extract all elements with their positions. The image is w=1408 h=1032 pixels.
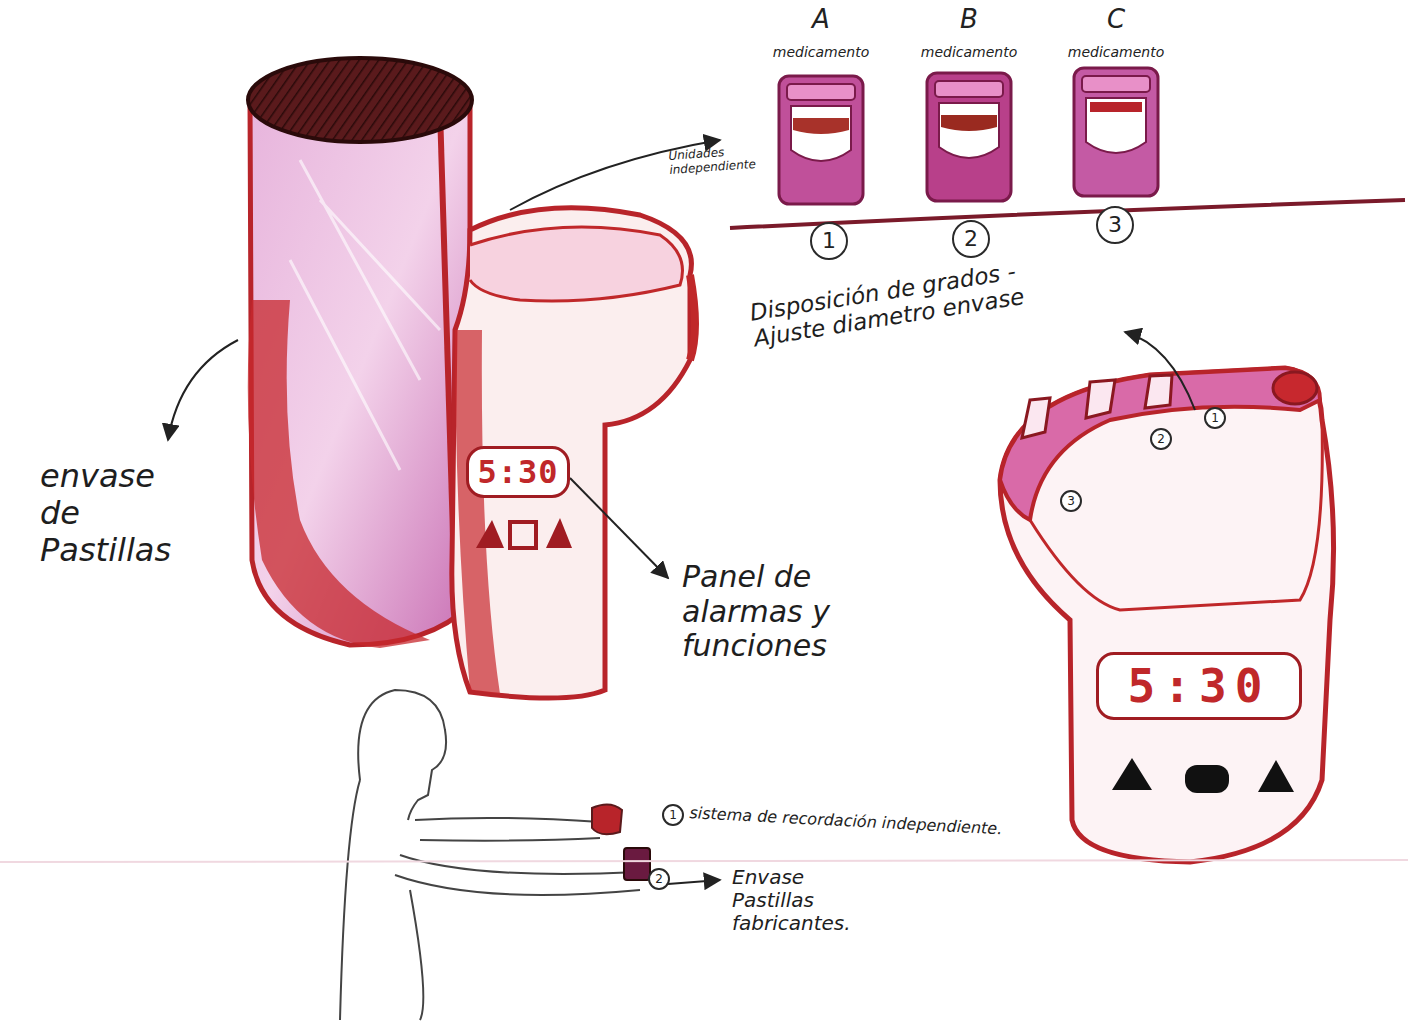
unit-outline — [1066, 64, 1166, 200]
button-oval — [1185, 765, 1229, 793]
unit-body — [779, 76, 863, 204]
medication-unit: Cmedicamento — [1055, 2, 1177, 202]
unit-top — [787, 84, 855, 100]
person-figure — [340, 690, 640, 1020]
time-display: 5:30 — [1096, 652, 1302, 720]
callout-circle: 1 — [662, 804, 684, 826]
callout-number: 3 — [1108, 214, 1122, 236]
unit-letter: C — [1055, 4, 1177, 34]
person-arm — [395, 855, 640, 1020]
annotation-label: envase de Pastillas — [40, 458, 190, 568]
person-arm — [415, 818, 600, 841]
reminder-device-small — [592, 804, 622, 834]
pill-level — [941, 115, 997, 131]
grade-slot — [1022, 375, 1172, 438]
pill-level — [793, 118, 849, 134]
callout-number: 1 — [822, 230, 836, 252]
callout-circle: 2 — [648, 868, 670, 890]
time-display: 5:30 — [466, 446, 570, 498]
medication-unit: Amedicamento — [760, 2, 882, 210]
leader-arrow — [1125, 332, 1195, 410]
callout-circle: 2 — [952, 220, 990, 258]
person-back — [340, 780, 360, 1020]
band-strap — [1000, 368, 1320, 520]
leader-arrow — [570, 478, 668, 578]
unit-letter: A — [760, 4, 882, 34]
bottle-highlight — [290, 160, 440, 470]
unit-body — [927, 73, 1011, 201]
leader-arrow — [168, 340, 238, 440]
unit-outline — [771, 72, 871, 208]
unit-body — [1074, 68, 1158, 196]
annotation-label: Disposición de grados - Ajuste diametro … — [748, 247, 1092, 352]
bottle-cap — [248, 58, 472, 142]
scan-line — [0, 860, 1408, 862]
callout-number: 2 — [1157, 433, 1165, 445]
unit-top — [935, 81, 1003, 97]
callout-number: 3 — [1067, 495, 1075, 507]
band-inner-rim — [470, 227, 683, 301]
medication-unit: Bmedicamento — [908, 2, 1030, 207]
callout-number: 2 — [655, 873, 663, 885]
callout-number: 2 — [964, 228, 978, 250]
annotation-label: sistema de recordación independiente. — [689, 804, 1029, 840]
pill-bottle-device — [248, 58, 695, 698]
callout-circle: 1 — [1204, 407, 1226, 429]
annotation-label: Panel de alarmas y funciones — [682, 560, 912, 664]
pill-bottle-small — [624, 848, 650, 880]
unit-window — [1086, 98, 1146, 153]
unit-letter: B — [908, 4, 1030, 34]
unit-caption: medicamento — [908, 44, 1030, 60]
person-head — [358, 690, 446, 820]
band-shade — [455, 330, 500, 694]
unit-caption: medicamento — [760, 44, 882, 60]
unit-window — [939, 103, 999, 158]
unit-caption: medicamento — [1055, 44, 1177, 60]
display-digits: 5:30 — [477, 456, 558, 488]
adjustable-band — [1000, 368, 1334, 862]
pill-row — [1090, 102, 1142, 112]
callout-number: 1 — [1211, 412, 1219, 424]
unit-top — [1082, 76, 1150, 92]
annotation-label: Envase Pastillas fabricantes. — [732, 866, 862, 935]
callout-circle: 3 — [1060, 490, 1082, 512]
callout-number: 1 — [669, 809, 677, 821]
callout-circle: 1 — [810, 222, 848, 260]
button-triangle — [1258, 760, 1294, 792]
band-edge — [690, 275, 695, 360]
button-square — [510, 522, 536, 548]
reminder-band — [452, 208, 692, 698]
leader-arrow — [668, 880, 720, 884]
unit-window — [791, 106, 851, 161]
display-digits: 5:30 — [1128, 663, 1271, 709]
band-body — [1000, 368, 1334, 862]
unit-outline — [919, 69, 1019, 205]
button-triangle — [476, 520, 504, 548]
strap-end — [1273, 372, 1317, 404]
button-triangle — [546, 518, 572, 548]
band-inner-line — [1030, 420, 1322, 610]
callout-circle: 2 — [1150, 428, 1172, 450]
callout-circle: 3 — [1096, 206, 1134, 244]
annotation-label: Unidades independiente — [668, 144, 762, 178]
button-triangle — [1112, 758, 1152, 790]
